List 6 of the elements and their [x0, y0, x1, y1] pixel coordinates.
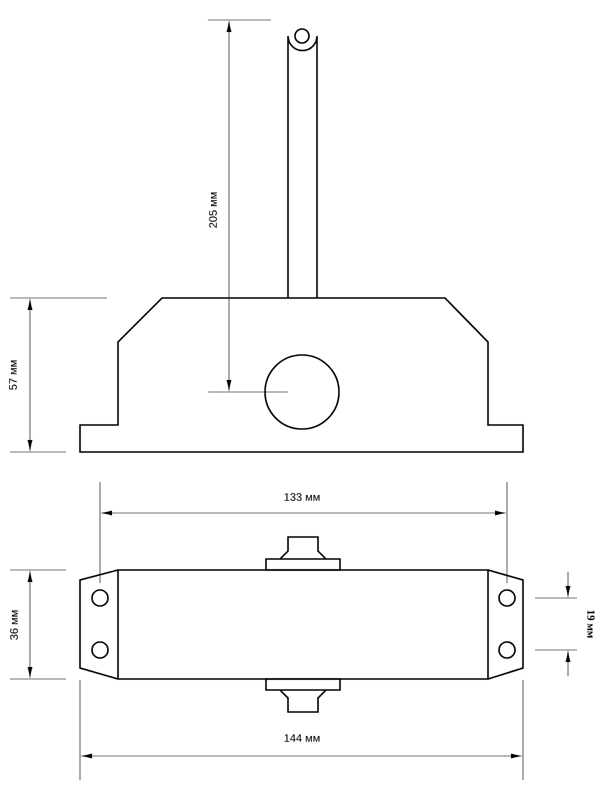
dimension-label: 36 мм: [10, 610, 18, 640]
dimension-label: 133 мм: [284, 493, 320, 501]
dimension-label: 205 мм: [209, 192, 217, 228]
dimension-label: 144 мм: [284, 734, 320, 742]
dimension-label: 57 мм: [9, 360, 17, 390]
dimension-label: 19 мм: [587, 610, 595, 638]
